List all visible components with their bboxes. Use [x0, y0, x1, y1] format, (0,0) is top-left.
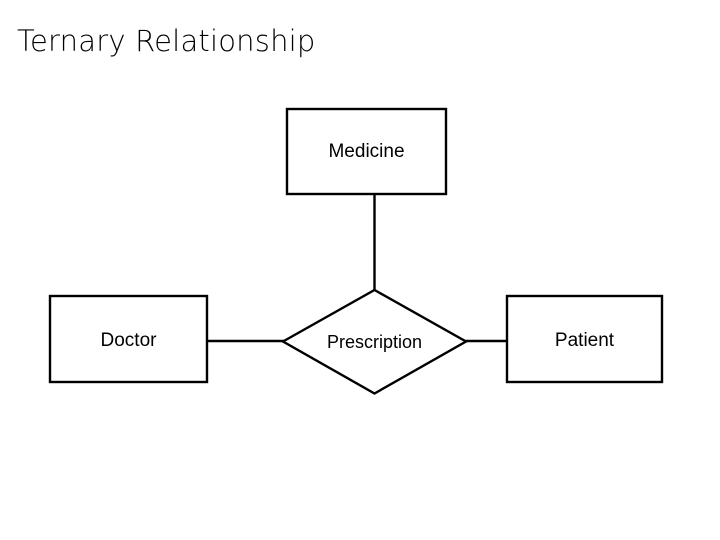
entity-doctor[interactable] — [48, 294, 209, 384]
page-title: Ternary Relationship — [17, 24, 316, 58]
entity-label-patient: Patient — [554, 330, 615, 351]
relationship-label-prescription: Prescription — [326, 332, 423, 352]
entity-patient[interactable] — [505, 294, 664, 384]
entity-label-medicine: Medicine — [328, 141, 405, 162]
entity-label-doctor: Doctor — [100, 330, 157, 351]
entity-medicine[interactable] — [285, 107, 448, 196]
relationship-prescription[interactable] — [280, 288, 469, 395]
